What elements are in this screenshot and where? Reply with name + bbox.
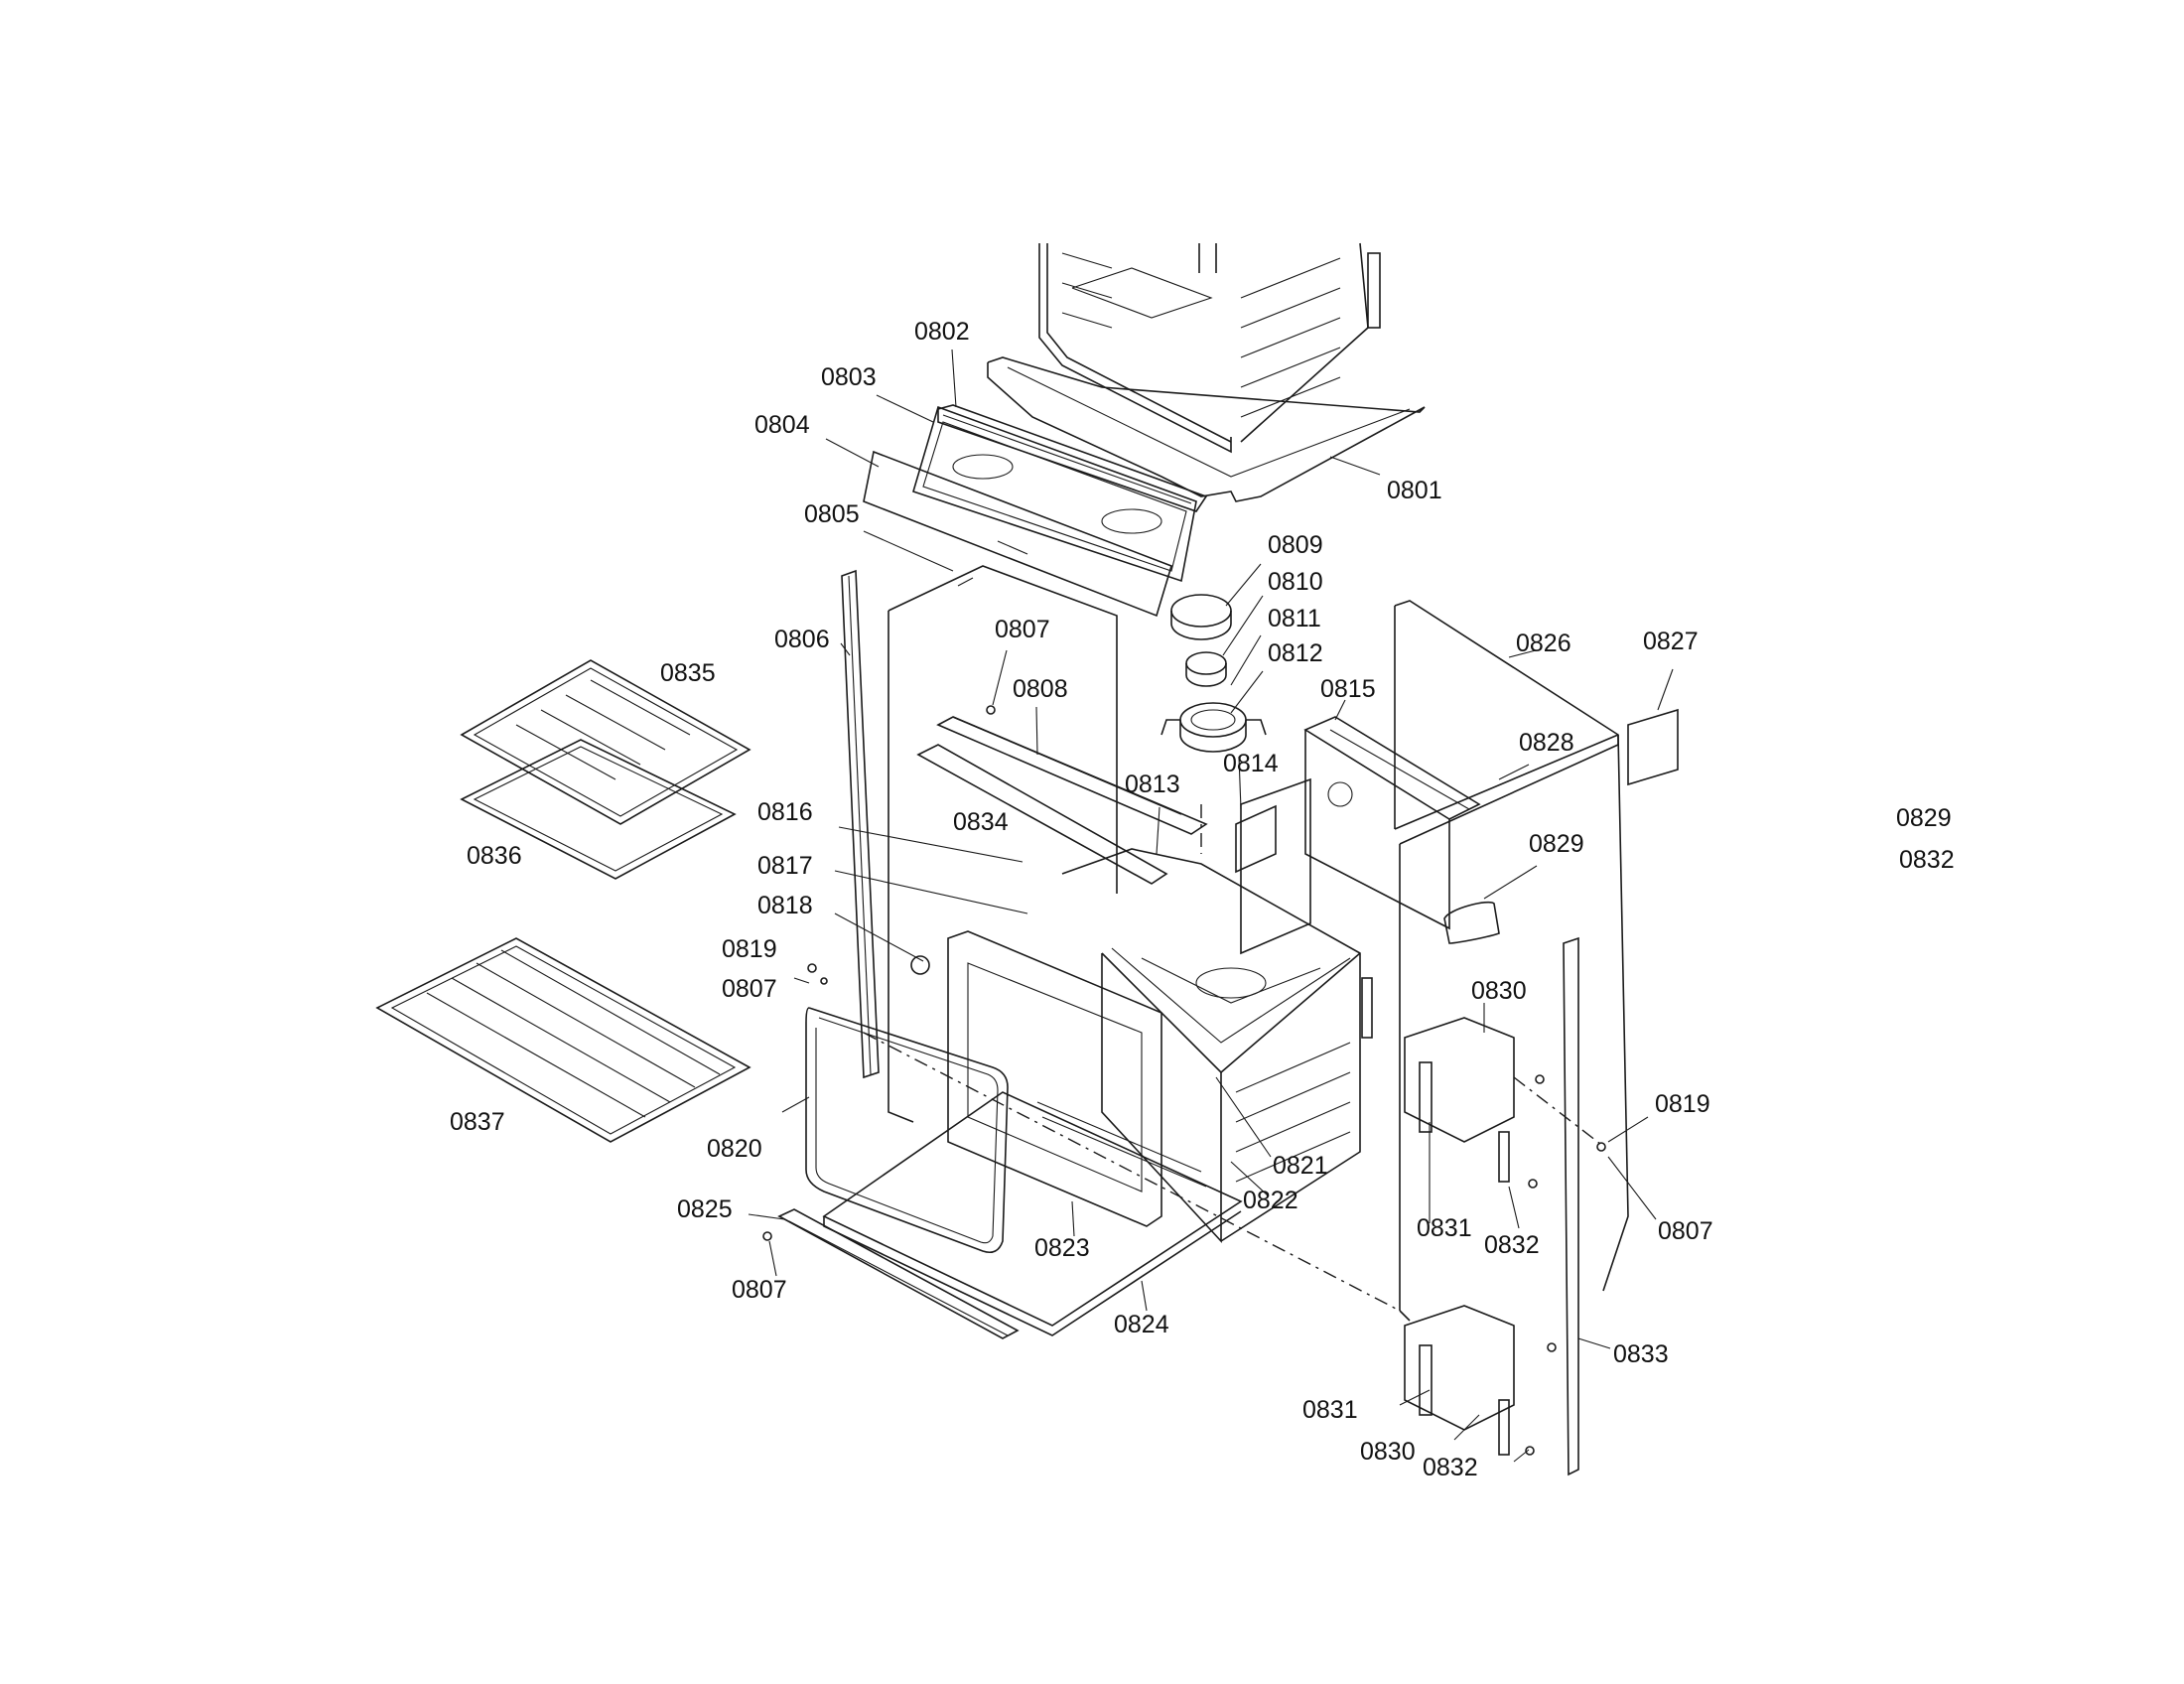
label-0829-right: 0829 [1896,804,1952,832]
label-0816: 0816 [757,798,813,826]
label-0830-lower: 0830 [1360,1438,1416,1466]
outer-side-panel-0826 [1394,600,1679,1322]
frame-0820 [805,1007,1009,1254]
rear-panel-0815 [1303,716,1481,930]
label-0832-upper: 0832 [1484,1231,1540,1259]
label-0813: 0813 [1125,771,1180,798]
screws [762,705,1606,1456]
burner-assembly [1160,594,1267,753]
label-0832-right: 0832 [1899,846,1955,874]
inner-frame-0823 [947,930,1162,1227]
oven-rack-0837 [375,937,751,1143]
vertical-rail-0833 [1563,936,1579,1476]
door-frame-0803 [912,405,1197,583]
vertical-rail-0806 [841,569,880,1079]
label-0802: 0802 [914,318,970,346]
label-0836: 0836 [467,842,522,870]
label-0821: 0821 [1273,1152,1328,1180]
label-0831-upper: 0831 [1417,1214,1472,1242]
broiler-pan-0835 [460,659,751,825]
label-0807-top: 0807 [995,616,1050,643]
label-0835: 0835 [660,659,716,687]
label-0825: 0825 [677,1195,733,1223]
label-0834: 0834 [953,808,1009,836]
label-0807-left: 0807 [722,975,777,1003]
label-0820: 0820 [707,1135,762,1163]
label-0833: 0833 [1613,1340,1669,1368]
label-0812: 0812 [1268,639,1323,667]
label-0829: 0829 [1529,830,1584,858]
bracket-0808 [916,716,1208,885]
label-0811: 0811 [1268,605,1321,632]
label-0814: 0814 [1223,750,1279,777]
hinge-lower [1404,1305,1515,1456]
label-0807-right: 0807 [1658,1217,1713,1245]
label-0804: 0804 [754,411,810,439]
label-0817: 0817 [757,852,813,880]
label-0830-upper: 0830 [1471,977,1527,1005]
gasket-0802 [937,404,1208,512]
label-0815: 0815 [1320,675,1376,703]
upper-oven-cavity-0801 [987,242,1426,502]
label-0828: 0828 [1519,729,1574,757]
label-0801: 0801 [1387,477,1442,504]
panel-0804 [863,450,1172,618]
label-0808: 0808 [1013,675,1068,703]
label-0805: 0805 [804,500,860,528]
side-panel-0805 [887,565,1118,1123]
label-0831-lower: 0831 [1302,1396,1358,1424]
label-0824: 0824 [1114,1311,1169,1338]
label-0818: 0818 [757,892,813,919]
leader-lines [748,349,1674,1463]
label-0803: 0803 [821,363,877,391]
label-0822: 0822 [1243,1187,1298,1214]
bottom-tray-0824 [822,1091,1243,1336]
label-0827: 0827 [1643,628,1699,655]
label-0832-lower: 0832 [1423,1454,1478,1481]
label-0837: 0837 [450,1108,505,1136]
label-0826: 0826 [1516,630,1571,657]
label-0806: 0806 [774,626,830,653]
alignment-lines [863,804,1601,1312]
label-0819-left: 0819 [722,935,777,963]
label-0807-bottom: 0807 [732,1276,787,1304]
pan-0836 [460,739,737,880]
hinge-upper [1404,1017,1515,1183]
label-0810: 0810 [1268,568,1323,596]
label-0809: 0809 [1268,531,1323,559]
label-0819-right: 0819 [1655,1090,1710,1118]
label-0823: 0823 [1034,1234,1090,1262]
front-trim-0825 [777,1208,1020,1339]
